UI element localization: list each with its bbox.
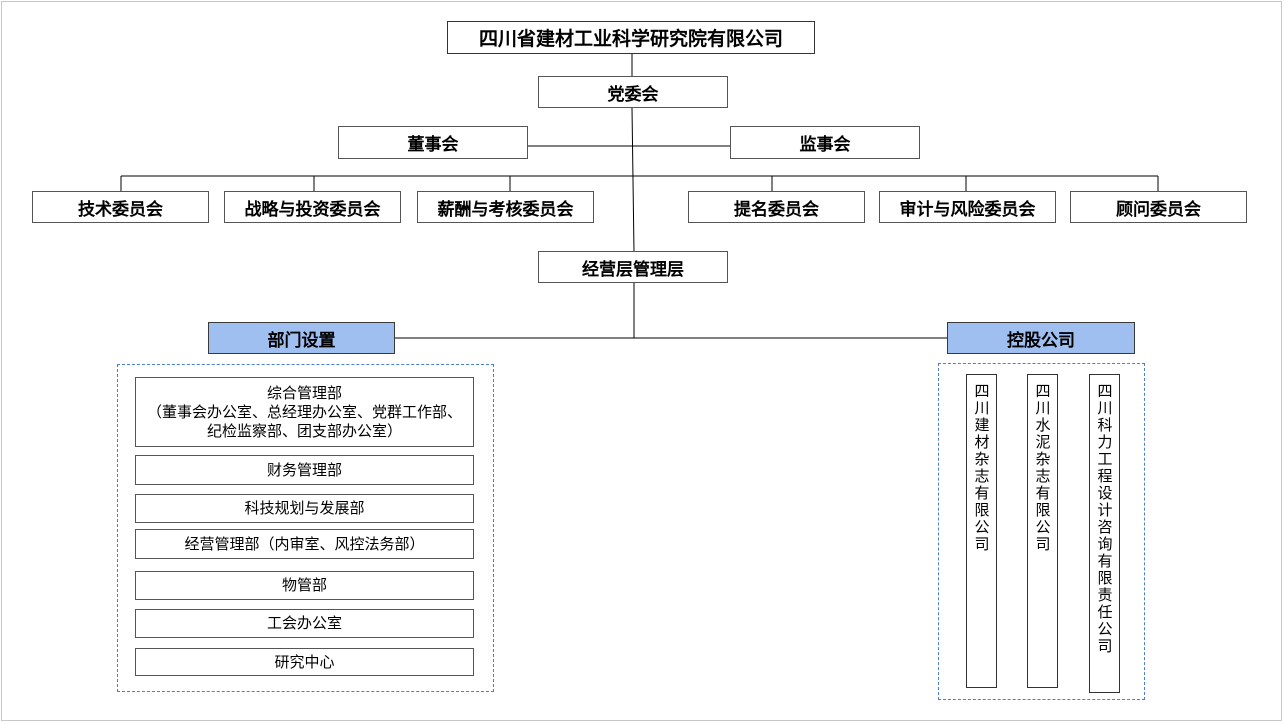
subsidiary-cement-label: 四川水泥杂志有限公司 <box>1033 383 1052 553</box>
board-box: 董事会 <box>338 126 528 159</box>
departments-header: 部门设置 <box>208 322 395 354</box>
committee-compensation-box: 薪酬与考核委员会 <box>417 191 594 223</box>
committee-advisory-box: 顾问委员会 <box>1070 191 1247 223</box>
holdings-header: 控股公司 <box>947 322 1135 354</box>
line-spine-upper <box>631 107 635 253</box>
company-box: 四川省建材工业科学研究院有限公司 <box>447 21 815 54</box>
subsidiary-keli: 四川科力工程设计咨询有限责任公司 <box>1089 374 1120 693</box>
party-committee-box: 党委会 <box>538 76 728 108</box>
company-name: 四川省建材工业科学研究院有限公司 <box>478 28 783 50</box>
dept-finance: 财务管理部 <box>135 455 474 485</box>
dept-general-detail: （董事会办公室、总经理办公室、党群工作部、纪检监察部、团支部办公室） <box>146 402 462 440</box>
committee-nomination-label: 提名委员会 <box>734 199 819 220</box>
subsidiary-keli-label: 四川科力工程设计咨询有限责任公司 <box>1095 383 1114 655</box>
committee-strategy-box: 战略与投资委员会 <box>224 191 401 223</box>
committee-compensation-label: 薪酬与考核委员会 <box>437 199 574 220</box>
party-committee-label: 党委会 <box>607 84 659 105</box>
subsidiary-cement: 四川水泥杂志有限公司 <box>1027 374 1058 688</box>
supervisory-board-box: 监事会 <box>730 126 920 159</box>
committee-strategy-label: 战略与投资委员会 <box>244 199 381 220</box>
departments-header-label: 部门设置 <box>267 330 336 351</box>
dept-materials: 物管部 <box>135 571 474 600</box>
management-box: 经营层管理层 <box>538 251 728 283</box>
management-label: 经营层管理层 <box>582 259 684 280</box>
committee-audit-label: 审计与风险委员会 <box>899 199 1036 220</box>
dept-research: 研究中心 <box>135 648 474 676</box>
dept-tech-planning: 科技规划与发展部 <box>135 494 474 523</box>
committee-nomination-box: 提名委员会 <box>688 191 865 223</box>
subsidiary-magazine-label: 四川建材杂志有限公司 <box>972 383 991 553</box>
board-label: 董事会 <box>407 135 459 155</box>
subsidiary-magazine: 四川建材杂志有限公司 <box>966 374 997 688</box>
dept-union-label: 工会办公室 <box>266 614 342 632</box>
dept-general-title: 综合管理部 <box>266 383 342 402</box>
dept-general-management: 综合管理部 （董事会办公室、总经理办公室、党群工作部、纪检监察部、团支部办公室） <box>135 377 474 447</box>
dept-materials-label: 物管部 <box>281 576 327 594</box>
dept-tech-planning-label: 科技规划与发展部 <box>244 499 365 517</box>
committee-technology-box: 技术委员会 <box>32 191 209 223</box>
subsidiaries-group <box>938 363 1145 700</box>
dept-operations-label: 经营管理部（内审室、风控法务部） <box>184 534 425 553</box>
dept-operations: 经营管理部（内审室、风控法务部） <box>135 529 474 559</box>
committee-advisory-label: 顾问委员会 <box>1116 199 1201 220</box>
supervisory-board-label: 监事会 <box>799 135 851 155</box>
departments-group <box>117 364 494 692</box>
committee-audit-box: 审计与风险委员会 <box>879 191 1056 223</box>
committee-technology-label: 技术委员会 <box>78 199 163 220</box>
dept-research-label: 研究中心 <box>274 652 335 671</box>
holdings-header-label: 控股公司 <box>1007 330 1075 351</box>
dept-union: 工会办公室 <box>135 609 474 638</box>
dept-finance-label: 财务管理部 <box>266 460 342 479</box>
